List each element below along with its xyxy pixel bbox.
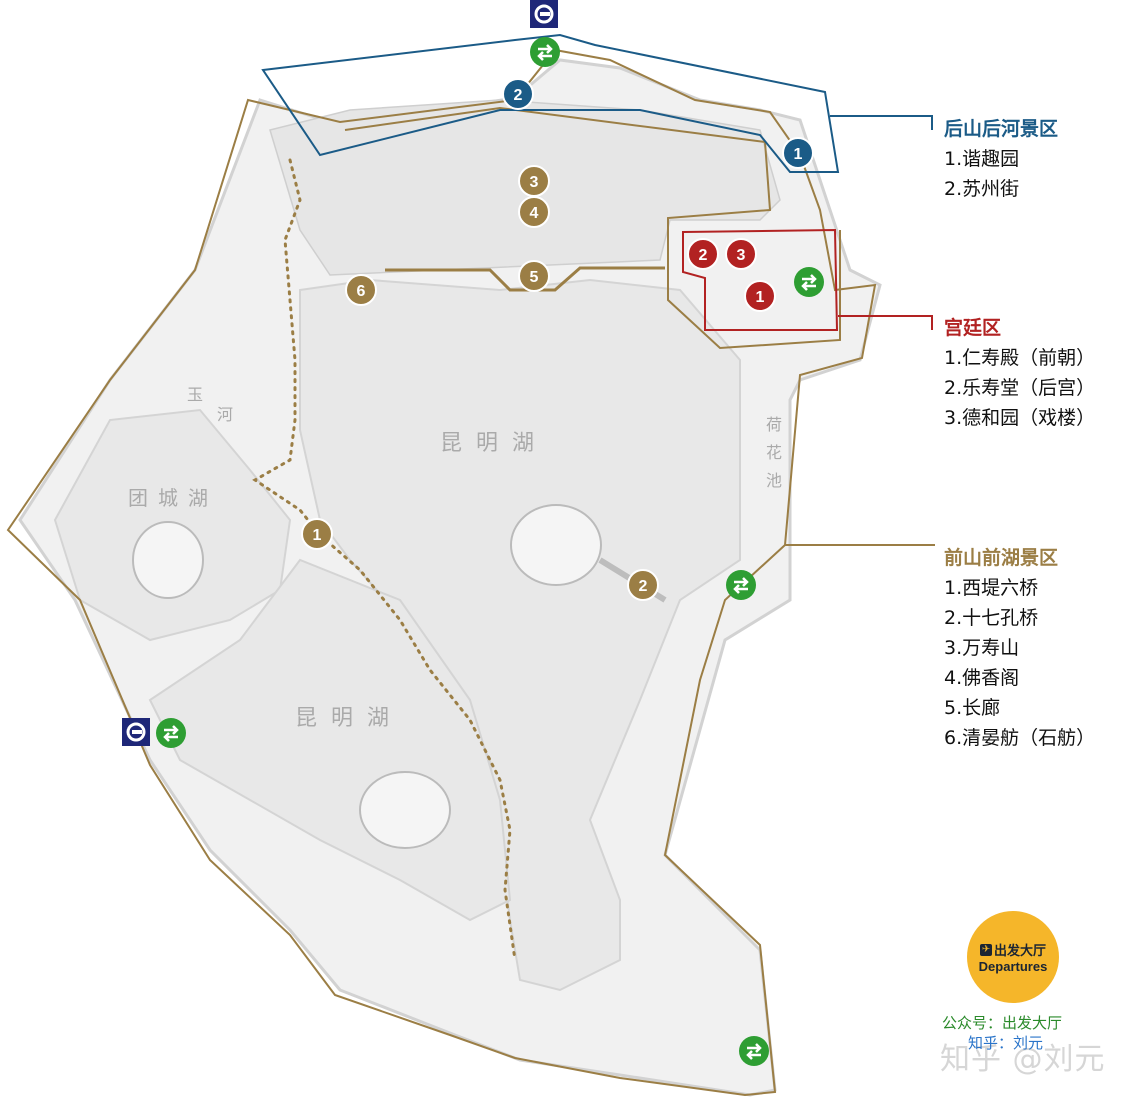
legend-gongting: 宫廷区 1.仁寿殿（前朝） 2.乐寿堂（后宫） 3.德和园（戏楼） [944, 313, 1095, 433]
subway-logo-icon [530, 0, 558, 28]
legend-houshan: 后山后河景区 1.谐趣园 2.苏州街 [944, 114, 1058, 204]
qianshan-marker-1-label: 1 [313, 527, 322, 544]
zhihu-watermark: 知乎 @刘元 [940, 1042, 1106, 1077]
river-label-he: 河 [217, 405, 233, 424]
plane-icon: ✈ [979, 943, 992, 956]
credit-zhihu: 知乎：刘元 [968, 1034, 1044, 1052]
departures-logo-cn: ✈ 出发大厅 [979, 940, 1046, 959]
south-lake-island [510, 504, 602, 586]
qianshan-marker-2[interactable]: 2 [627, 569, 659, 601]
pond-label-chi: 池 [766, 471, 782, 490]
qianshan-marker-2-label: 2 [639, 578, 648, 595]
houshan-marker-2[interactable]: 2 [502, 78, 534, 110]
legend-qianshan-item: 6.清晏舫（石舫） [944, 727, 1096, 749]
zaojiantang-island [359, 771, 451, 849]
legend-qianshan-item: 4.佛香阁 [944, 667, 1020, 689]
legend-gongting-item: 2.乐寿堂（后宫） [944, 377, 1096, 399]
transfer-arrows-icon[interactable] [530, 37, 560, 67]
tuancheng-island [132, 521, 204, 599]
pond-label-hua: 花 [766, 443, 782, 462]
legend-qianshan-item: 2.十七孔桥 [944, 607, 1039, 629]
legend-gongting-title: 宫廷区 [944, 317, 1002, 339]
lake-label-kunming: 昆明湖 [440, 431, 548, 456]
pond-label-he: 荷 [766, 415, 782, 434]
lake-label-kunming-west: 昆明湖 [295, 706, 403, 731]
gongting-marker-2-label: 2 [699, 247, 708, 264]
transfer-arrows-icon[interactable] [156, 718, 186, 748]
legend-houshan-title: 后山后河景区 [944, 118, 1059, 140]
legend-houshan-item: 1.谐趣园 [944, 148, 1020, 170]
park-boundary [6, 48, 877, 1097]
legend-gongting-item: 1.仁寿殿（前朝） [944, 347, 1096, 369]
qianshan-marker-4[interactable]: 4 [518, 196, 550, 228]
departures-logo: ✈ 出发大厅 Departures [967, 911, 1059, 1003]
qianshan-marker-5[interactable]: 5 [518, 260, 550, 292]
legend-gongting-item: 3.德和园（戏楼） [944, 407, 1096, 429]
qianshan-marker-1[interactable]: 1 [301, 518, 333, 550]
qianshan-marker-3[interactable]: 3 [518, 165, 550, 197]
houshan-zone-outline [261, 33, 840, 173]
legend-qianshan-item: 5.长廊 [944, 697, 1001, 719]
legend-qianshan-item: 1.西堤六桥 [944, 577, 1039, 599]
transfer-arrows-icon[interactable] [794, 267, 824, 297]
legend-qianshan-title: 前山前湖景区 [944, 547, 1059, 569]
credit-public-account: 公众号：出发大厅 [942, 1014, 1063, 1032]
transfer-arrows-icon[interactable] [726, 570, 756, 600]
houshan-marker-2-label: 2 [514, 87, 523, 104]
qianshan-marker-6[interactable]: 6 [345, 274, 377, 306]
lake-label-tuancheng: 团城湖 [128, 486, 218, 510]
gongting-leader-line [838, 315, 933, 330]
qianshan-zone-outline [344, 106, 841, 350]
legend-houshan-item: 2.苏州街 [944, 178, 1020, 200]
houshan-marker-1-label: 1 [794, 146, 803, 163]
qianshan-marker-6-label: 6 [357, 283, 366, 300]
legend-qianshan-item: 3.万寿山 [944, 637, 1020, 659]
houshan-leader-line [830, 115, 933, 130]
departures-en-text: Departures [978, 959, 1048, 974]
legend-qianshan: 前山前湖景区 1.西堤六桥 2.十七孔桥 3.万寿山 4.佛香阁 5.长廊 6.… [944, 543, 1095, 753]
transfer-arrows-icon[interactable] [739, 1036, 769, 1066]
gongting-marker-1-label: 1 [756, 289, 765, 306]
houshan-marker-1[interactable]: 1 [782, 137, 814, 169]
river-label-yu: 玉 [187, 385, 203, 404]
qianshan-marker-3-label: 3 [530, 174, 539, 191]
gongting-marker-3[interactable]: 3 [725, 238, 757, 270]
qianshan-marker-5-label: 5 [530, 269, 539, 286]
gongting-zone-outline [682, 228, 839, 331]
subway-logo-icon [122, 718, 150, 746]
qianshan-marker-4-label: 4 [530, 205, 539, 222]
gongting-marker-2[interactable]: 2 [687, 238, 719, 270]
gongting-marker-3-label: 3 [737, 247, 746, 264]
departures-cn-text: 出发大厅 [993, 944, 1046, 959]
gongting-marker-1[interactable]: 1 [744, 280, 776, 312]
